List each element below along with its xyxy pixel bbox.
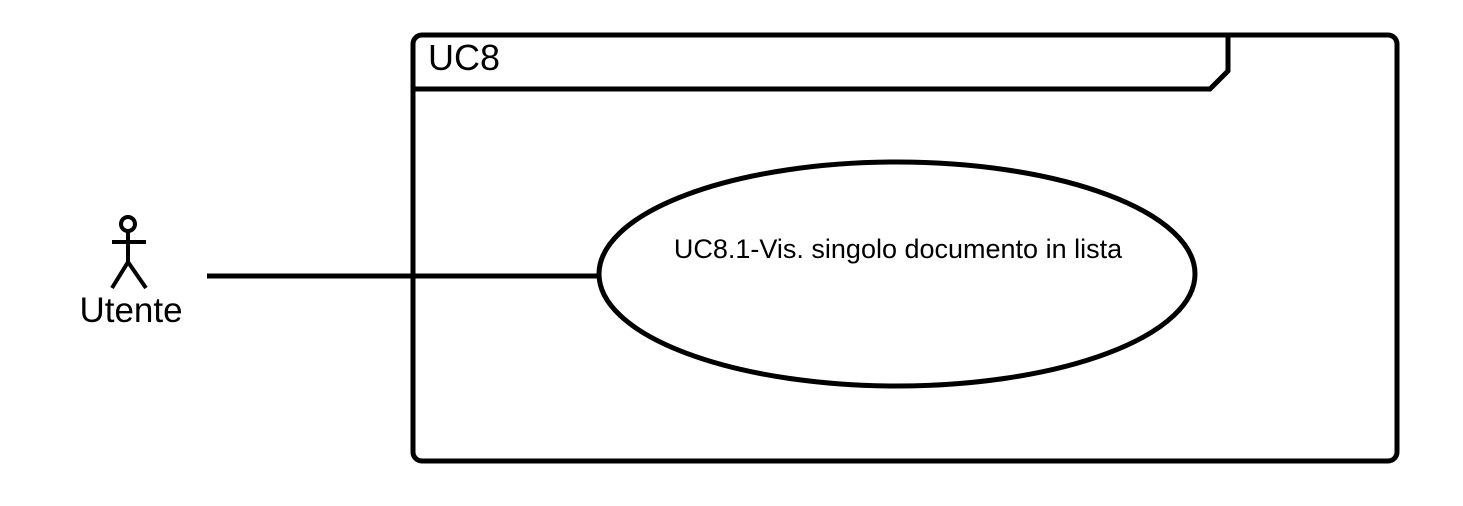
frame-title: UC8 xyxy=(428,37,501,78)
system-boundary-frame xyxy=(410,32,1400,464)
use-case-ellipse[interactable] xyxy=(596,159,1198,389)
frame-name-tab xyxy=(413,35,1231,92)
use-case-label: UC8.1-Vis. singolo documento in lista xyxy=(673,234,1123,264)
actor-stick-figure-icon[interactable] xyxy=(110,215,148,290)
actor-label: Utente xyxy=(79,291,183,330)
